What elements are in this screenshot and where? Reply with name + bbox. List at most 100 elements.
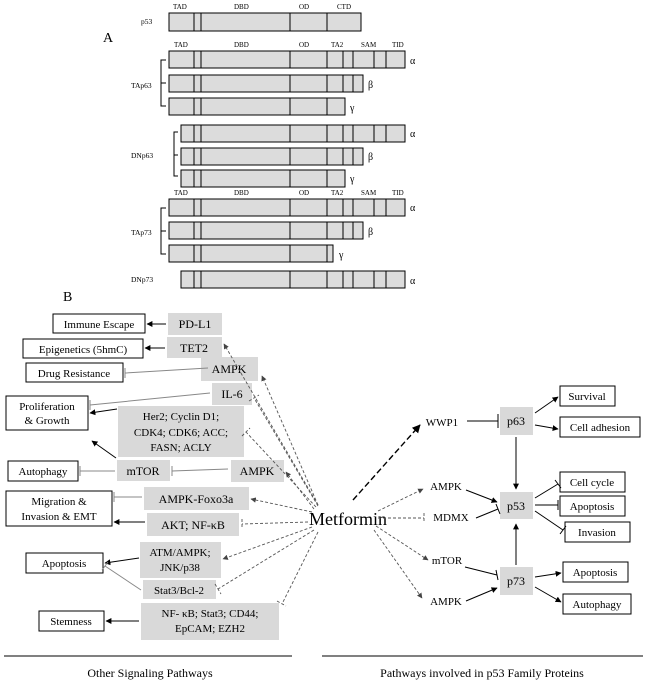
dnp63-gamma-protein xyxy=(180,169,346,188)
outcome-drug-resistance: Drug Resistance xyxy=(25,362,124,383)
tap73-beta-protein xyxy=(168,221,364,240)
p53-domain-tad: TAD xyxy=(173,3,187,11)
metformin-left-dashed xyxy=(214,343,319,607)
svg-text:MDMX: MDMX xyxy=(433,512,469,524)
mediator-nfkb-group: NF- κB; Stat3; CD44; EpCAM; EZH2 xyxy=(141,603,279,640)
tap63-beta-label: β xyxy=(368,80,373,91)
svg-text:mTOR: mTOR xyxy=(126,464,159,478)
panel-b: B Immune Escape Epigenetics (5hmC) Drug … xyxy=(4,290,643,680)
node-apoptosis-p73: Apoptosis xyxy=(562,561,629,583)
tap73-alpha-protein xyxy=(168,198,406,217)
tap73-domain-od: OD xyxy=(299,189,309,197)
tap63-domain-ta2: TA2 xyxy=(331,41,344,49)
tap73-domain-tad: TAD xyxy=(174,189,188,197)
tap63-alpha-protein xyxy=(168,50,406,69)
tap73-gamma-protein xyxy=(168,244,334,263)
svg-text:Apoptosis: Apoptosis xyxy=(570,501,615,513)
svg-text:Migration &: Migration & xyxy=(31,496,87,508)
tap63-beta-protein xyxy=(168,74,364,93)
node-ampk-a: AMPK xyxy=(430,481,462,493)
svg-text:Apoptosis: Apoptosis xyxy=(573,567,618,579)
tap63-domain-tid: TID xyxy=(392,41,404,49)
mediator-pd-l1: PD-L1 xyxy=(168,313,222,335)
mediator-ampk-2: AMPK xyxy=(231,460,284,482)
dnp63-alpha-protein xyxy=(180,124,406,143)
dnp73-protein xyxy=(180,270,406,289)
svg-text:Invasion: Invasion xyxy=(578,527,616,539)
tap63-domain-tad: TAD xyxy=(174,41,188,49)
node-autophagy-p73: Autophagy xyxy=(562,593,632,615)
dnp63-beta-protein xyxy=(180,147,364,166)
right-connectors xyxy=(352,396,567,603)
node-p63: p63 xyxy=(500,407,533,435)
row-label-tap63: TAp63 xyxy=(131,81,152,90)
svg-text:AMPK: AMPK xyxy=(430,596,462,608)
svg-text:Drug Resistance: Drug Resistance xyxy=(38,368,111,380)
node-survival: Survival xyxy=(559,385,616,407)
p53-protein xyxy=(168,12,362,32)
svg-text:AKT; NF-κB: AKT; NF-κB xyxy=(161,518,225,532)
node-p73: p73 xyxy=(500,567,533,595)
svg-text:Cell cycle: Cell cycle xyxy=(570,477,614,489)
outcome-proliferation: Proliferation & Growth xyxy=(5,395,89,431)
tap63-domain-od: OD xyxy=(299,41,309,49)
row-label-tap73: TAp73 xyxy=(131,228,152,237)
svg-text:mTOR: mTOR xyxy=(432,555,463,567)
dnp63-gamma-label: γ xyxy=(349,174,355,185)
node-mdmx: MDMX xyxy=(433,512,469,524)
svg-text:FASN; ACLY: FASN; ACLY xyxy=(150,442,211,454)
tap63-alpha-label: α xyxy=(410,56,416,67)
panel-a-label: A xyxy=(103,31,114,46)
svg-text:& Growth: & Growth xyxy=(25,415,70,427)
svg-text:EpCAM; EZH2: EpCAM; EZH2 xyxy=(175,623,245,635)
svg-text:Stat3/Bcl-2: Stat3/Bcl-2 xyxy=(154,585,204,597)
node-wwp1: WWP1 xyxy=(426,417,458,429)
panel-b-label: B xyxy=(63,290,72,305)
svg-text:Autophagy: Autophagy xyxy=(19,466,68,478)
p53-domain-ctd: CTD xyxy=(337,3,351,11)
outcome-apoptosis: Apoptosis xyxy=(25,552,104,574)
svg-text:p73: p73 xyxy=(507,574,525,588)
svg-text:IL-6: IL-6 xyxy=(221,387,242,401)
svg-text:PD-L1: PD-L1 xyxy=(179,317,212,331)
node-mtor-right: mTOR xyxy=(432,555,463,567)
tap63-gamma-label: γ xyxy=(349,103,355,114)
node-p53: p53 xyxy=(500,492,533,519)
svg-text:Cell adhesion: Cell adhesion xyxy=(570,422,631,434)
svg-text:AMPK: AMPK xyxy=(430,481,462,493)
svg-text:Epigenetics (5hmC): Epigenetics (5hmC) xyxy=(39,344,128,356)
mediator-mtor: mTOR xyxy=(117,460,170,481)
mediator-ampk-1: AMPK xyxy=(201,357,258,381)
svg-text:ATM/AMPK;: ATM/AMPK; xyxy=(149,547,210,559)
outcome-migration: Migration & Invasion & EMT xyxy=(5,490,113,527)
mediator-tet2: TET2 xyxy=(167,337,222,358)
outcome-epigenetics: Epigenetics (5hmC) xyxy=(22,338,144,359)
row-label-dnp73: DNp73 xyxy=(131,275,153,284)
tap63-domain-dbd: DBD xyxy=(234,41,249,49)
tap63-gamma-protein xyxy=(168,97,346,116)
svg-text:AMPK: AMPK xyxy=(240,464,275,478)
mediator-akt-nfkb: AKT; NF-κB xyxy=(147,513,239,536)
svg-text:Her2; Cyclin D1;: Her2; Cyclin D1; xyxy=(143,411,219,423)
outcome-immune-escape: Immune Escape xyxy=(52,313,146,334)
mediator-il6: IL-6 xyxy=(212,383,252,405)
tap73-gamma-label: γ xyxy=(338,250,344,261)
node-invasion: Invasion xyxy=(564,521,631,543)
node-cell-adhesion: Cell adhesion xyxy=(559,416,641,438)
node-ampk-b: AMPK xyxy=(430,596,462,608)
mediator-ampk-foxo3a: AMPK-Foxo3a xyxy=(144,487,249,510)
dnp73-alpha-label: α xyxy=(410,276,416,287)
svg-text:p63: p63 xyxy=(507,414,525,428)
dnp63-alpha-label: α xyxy=(410,129,416,140)
tap63-bracket xyxy=(160,59,166,107)
tap73-domain-ta2: TA2 xyxy=(331,189,344,197)
tap73-alpha-label: α xyxy=(410,203,416,214)
svg-text:CDK4; CDK6; ACC;: CDK4; CDK6; ACC; xyxy=(134,427,228,439)
metformin-label: Metformin xyxy=(309,509,387,529)
svg-text:Invasion & EMT: Invasion & EMT xyxy=(21,511,96,523)
mediator-her2-group: Her2; Cyclin D1; CDK4; CDK6; ACC; FASN; … xyxy=(118,406,244,457)
svg-text:JNK/p38: JNK/p38 xyxy=(160,562,200,574)
p53-domain-od: OD xyxy=(299,3,309,11)
tap73-beta-label: β xyxy=(368,227,373,238)
